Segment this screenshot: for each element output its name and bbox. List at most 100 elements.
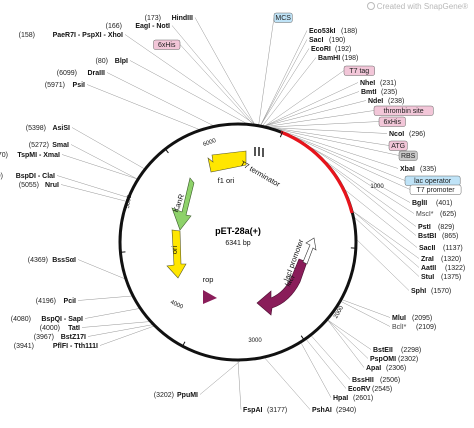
tick-mark: [119, 251, 126, 253]
site-name: EcoRV: [348, 386, 371, 393]
site-bsshii[interactable]: BssHII(2506): [352, 377, 400, 384]
leader-line: [77, 259, 125, 280]
leader-line: [356, 239, 410, 291]
site-nhei[interactable]: NheI(231): [360, 80, 396, 87]
site-sacii[interactable]: SacII(1137): [419, 245, 463, 252]
leader-line: [258, 17, 275, 125]
site-psti[interactable]: PstI(829): [418, 224, 454, 231]
leader-line: [70, 144, 138, 180]
site-bsss-i[interactable]: BssSαI(4369): [28, 257, 76, 264]
site-apai[interactable]: ApaI(2306): [366, 365, 406, 372]
6xhis-box: [153, 39, 181, 50]
leader-line: [199, 360, 241, 395]
site-thrombin-site[interactable]: thrombin site: [373, 105, 434, 116]
site-position: (2306): [386, 365, 406, 372]
site-hpai[interactable]: HpaI(2601): [333, 395, 373, 402]
plasmid-size: 6341 bp: [225, 240, 250, 247]
site-pcii[interactable]: PciI(4196): [36, 298, 76, 305]
site-bspqi-sapi[interactable]: BspQI - SapI(4080): [11, 316, 83, 323]
site-bstz17i[interactable]: BstZ17I(3967): [34, 334, 86, 341]
site-smai[interactable]: SmaI(5272): [29, 142, 69, 149]
site-sphi[interactable]: SphI(1570): [411, 288, 451, 295]
site-bsteii[interactable]: BstEII(2298): [373, 347, 421, 354]
leader-line: [61, 154, 138, 180]
leader-line: [77, 295, 133, 301]
site-hindiii[interactable]: HindIII(173): [145, 15, 193, 22]
t7-tag-box: [343, 65, 375, 76]
site-blpi[interactable]: BlpI(80): [96, 58, 128, 65]
leader-line: [306, 144, 415, 214]
site-msci[interactable]: MscI*(625): [416, 211, 456, 218]
snapgene-logo-icon: [366, 2, 375, 10]
site-nrui[interactable]: NruI(5055): [19, 182, 59, 189]
kanr-feature[interactable]: [171, 177, 195, 231]
site-bcli[interactable]: BclI*(2109): [392, 324, 436, 331]
site-paer7i-pspxi-xhoi[interactable]: PaeR7I - PspXI - XhoI(158): [19, 32, 123, 39]
site-ndei[interactable]: NdeI(238): [368, 98, 404, 105]
site-zrai[interactable]: ZraI(1320): [421, 256, 461, 263]
site-name: lac operator: [414, 178, 452, 185]
tick-mark: [164, 147, 169, 154]
site-6xhis[interactable]: 6xHis: [378, 116, 406, 127]
site-aatii[interactable]: AatII(1322): [421, 265, 465, 272]
site-bamhi[interactable]: BamHI(198): [318, 55, 358, 62]
tick-label: 1000: [370, 184, 384, 190]
site-atg[interactable]: ATG: [388, 140, 408, 151]
site-t7-tag[interactable]: T7 tag: [343, 65, 375, 76]
laci-promoter-feature[interactable]: [302, 237, 317, 265]
site-name: EagI - NotI: [135, 23, 170, 30]
site-pshai[interactable]: PshAI(2940): [312, 407, 356, 414]
site-draiii[interactable]: DraIII(6099): [57, 70, 105, 77]
feature-label-f1-ori: f1 ori: [218, 176, 235, 185]
leader-line: [352, 211, 420, 259]
site-name: BstEII: [373, 347, 393, 354]
site-name: PshAI: [312, 407, 332, 414]
rop-feature[interactable]: [203, 290, 217, 304]
backbone-circle: [118, 122, 358, 362]
site-pflfi-tth111i[interactable]: PflFI - Tth111I(3941): [14, 343, 98, 350]
site-bstbi[interactable]: BstBI(865): [418, 233, 458, 240]
site-position: (5971): [45, 82, 65, 89]
site-mcs[interactable]: MCS: [273, 12, 293, 23]
leader-line: [352, 211, 420, 268]
leader-line: [264, 82, 359, 127]
site-bspdi-clai[interactable]: BspDI - ClaI(5089): [0, 173, 55, 180]
site-name: SacI: [309, 37, 323, 44]
site-pspomi[interactable]: PspOMI(2302): [370, 356, 418, 363]
site-eco53ki[interactable]: Eco53kI(188): [309, 28, 357, 35]
site-tspmi-xmai[interactable]: TspMI - XmaI(5270): [0, 152, 60, 159]
f1-ori-feature[interactable]: [207, 150, 247, 173]
site-name: Eco53kI: [309, 28, 336, 35]
site-mlui[interactable]: MluI(2095): [392, 315, 432, 322]
site-lac-operator[interactable]: lac operator: [404, 175, 461, 186]
site-psii[interactable]: PsiI(5971): [45, 82, 85, 89]
site-saci[interactable]: SacI(190): [309, 37, 345, 44]
site-ppumi[interactable]: PpuMI(3202): [154, 392, 198, 399]
site-ncoi[interactable]: NcoI(296): [389, 131, 425, 138]
site-xbai[interactable]: XbaI(335): [400, 166, 436, 173]
site-name: NcoI: [389, 131, 404, 138]
leader-line: [272, 127, 400, 156]
t7-terminator-feature[interactable]: [254, 147, 264, 157]
site-asisi[interactable]: AsiSI(5398): [26, 125, 70, 132]
site-stui[interactable]: StuI(1375): [421, 274, 461, 281]
site-position: (192): [335, 46, 351, 53]
laci-feature[interactable]: [256, 258, 308, 316]
site-fspai[interactable]: FspAI(3177): [243, 407, 287, 414]
site-bglii[interactable]: BglII(401): [412, 200, 452, 207]
site-6xhis[interactable]: 6xHis: [153, 39, 181, 50]
site-ecorv[interactable]: EcoRV(2545): [348, 386, 392, 393]
site-name: SmaI: [52, 142, 69, 149]
leader-line: [300, 342, 332, 398]
site-rbs[interactable]: RBS: [398, 150, 418, 161]
site-t7-promoter[interactable]: T7 promoter: [409, 184, 462, 195]
ori-feature[interactable]: [166, 229, 187, 279]
site-eagi-noti[interactable]: EagI - NotI(166): [106, 23, 170, 30]
tick-mark: [279, 131, 284, 138]
site-tati[interactable]: TatI(4000): [40, 325, 80, 332]
site-bmti[interactable]: BmtI(235): [361, 89, 397, 96]
site-ecori[interactable]: EcoRI(192): [311, 46, 351, 53]
site-name: SphI: [411, 288, 426, 295]
site-name: TatI: [68, 325, 80, 332]
